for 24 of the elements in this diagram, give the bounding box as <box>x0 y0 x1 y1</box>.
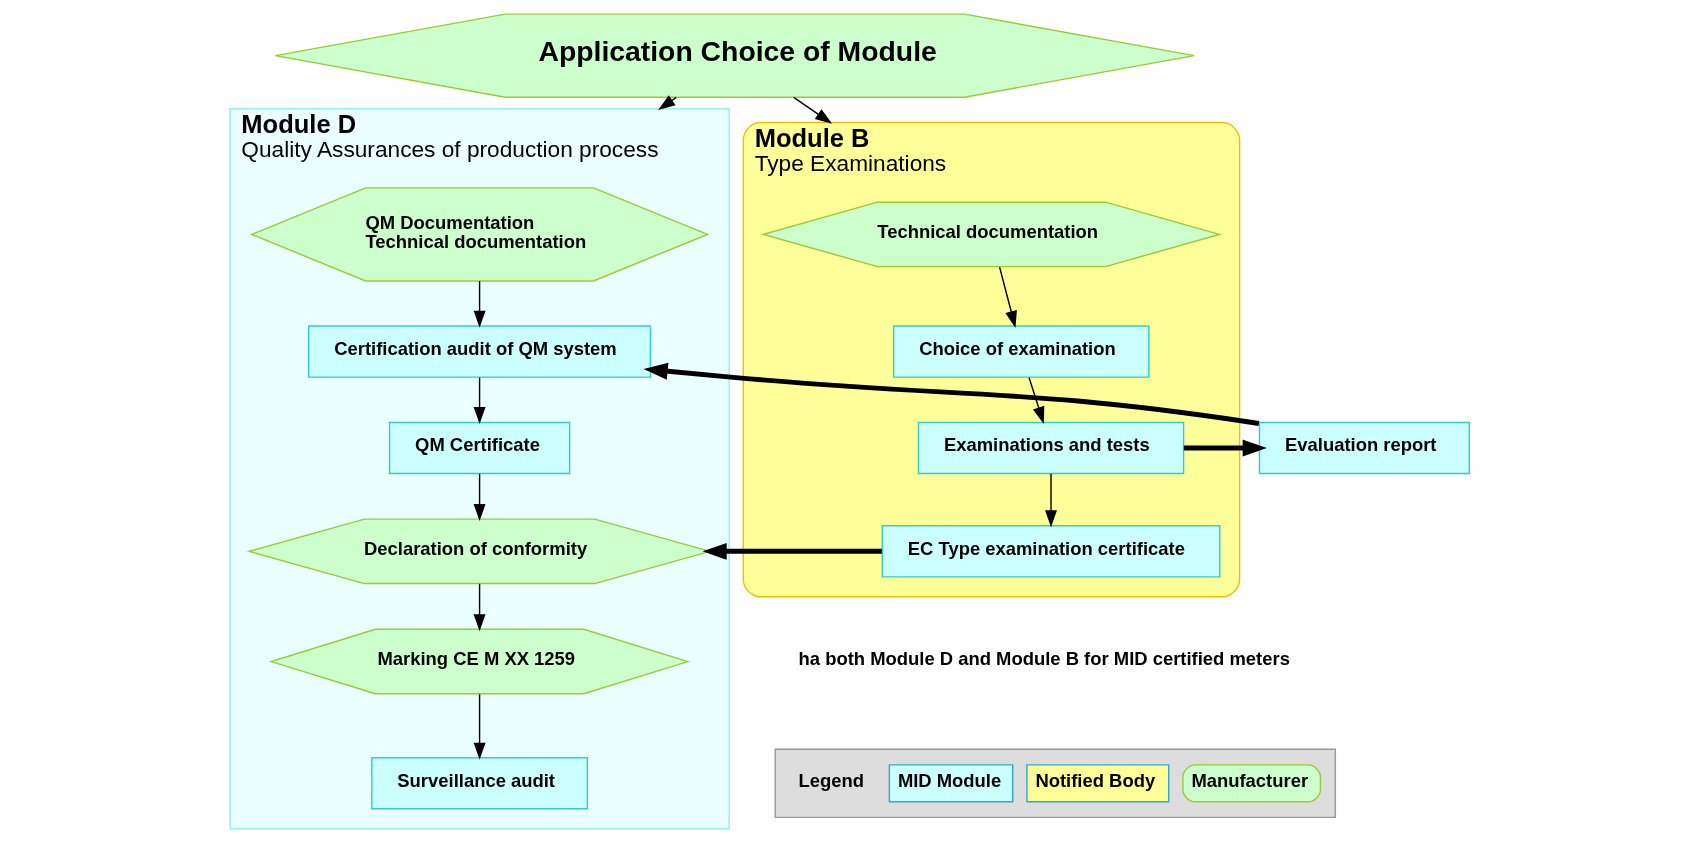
node-box: Certification audit of QM system <box>308 325 652 378</box>
node-box: Surveillance audit <box>371 757 589 810</box>
legend-label: Notified Body <box>1035 769 1156 791</box>
legend-label: MID Module <box>897 769 1002 791</box>
node-box: Choice of examination <box>892 325 1150 378</box>
arrow <box>473 280 486 328</box>
label: Legend <box>798 769 865 791</box>
label: ha both Module D and Module B for MID certified meters <box>798 647 1290 669</box>
node-box: Evaluation report <box>1258 421 1471 475</box>
arrow <box>473 376 486 425</box>
arrow <box>998 266 1017 328</box>
arrow <box>793 96 833 124</box>
legend-label: Manufacturer <box>1191 769 1309 791</box>
arrow <box>473 473 486 522</box>
node-box: EC Type examination certificate <box>881 525 1221 578</box>
arrow <box>1045 473 1057 528</box>
arrow <box>1183 439 1267 457</box>
node-box: QM Certificate <box>388 421 571 475</box>
node-box: Examinations and tests <box>917 421 1185 475</box>
arrow <box>702 542 882 560</box>
arrow <box>643 362 1260 426</box>
arrow <box>473 583 486 632</box>
arrow <box>1028 376 1045 424</box>
arrow <box>473 693 486 760</box>
